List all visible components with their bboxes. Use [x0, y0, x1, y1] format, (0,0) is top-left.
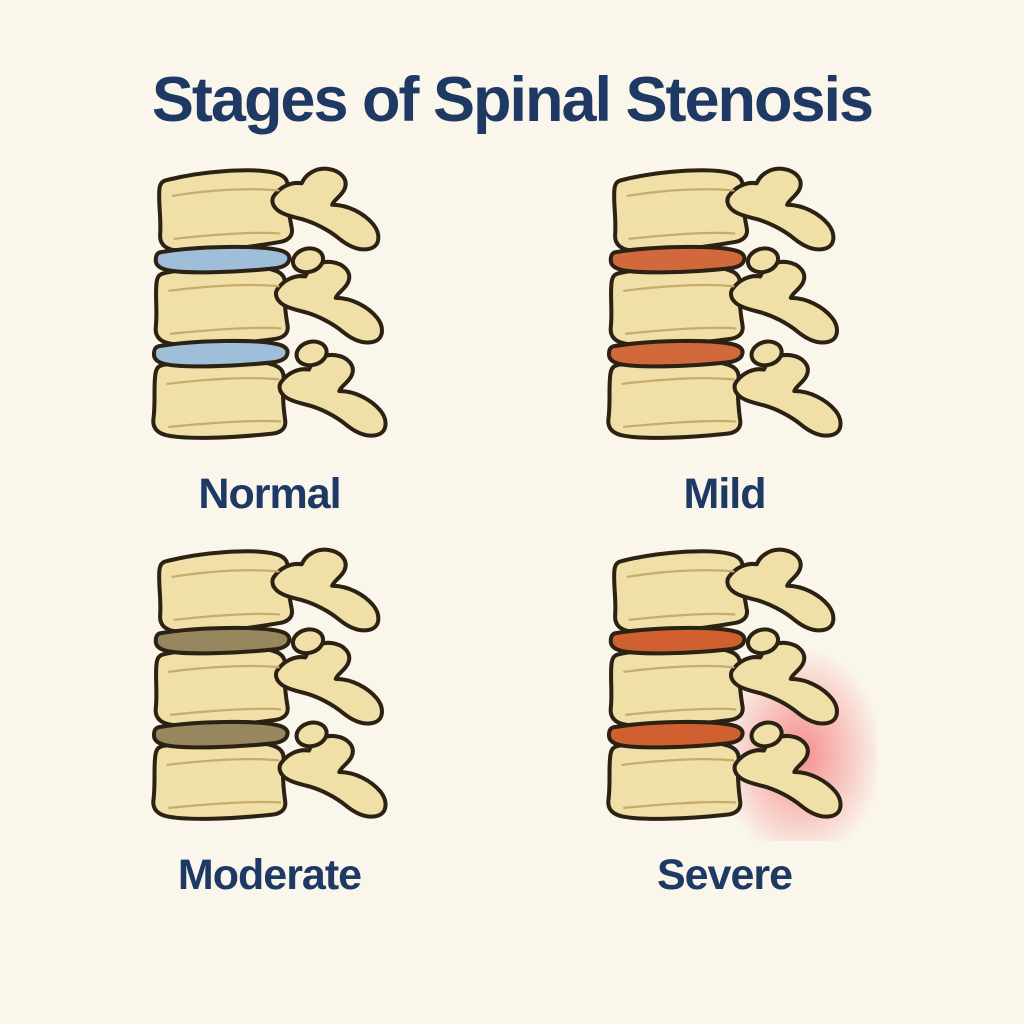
spinal-disc-lower	[154, 341, 288, 366]
spinal-disc-upper	[156, 247, 290, 272]
stage-panel-mild: Mild	[572, 160, 877, 519]
spine-illustration-moderate	[117, 541, 422, 841]
spine-illustration-mild	[572, 160, 877, 460]
stage-label-mild: Mild	[683, 470, 767, 518]
vertebrae-bones	[608, 550, 841, 822]
spinal-disc-upper	[611, 247, 745, 272]
stage-panel-severe: Severe	[572, 541, 877, 900]
stage-panel-moderate: Moderate	[117, 541, 422, 900]
spinal-disc-upper	[611, 628, 745, 653]
stage-label-normal: Normal	[198, 470, 341, 518]
stage-label-severe: Severe	[656, 851, 793, 899]
spine-illustration-severe	[572, 541, 877, 841]
spinal-disc-lower	[609, 341, 743, 366]
stage-panel-normal: Normal	[117, 160, 422, 519]
spinal-disc-lower	[154, 722, 288, 747]
page-title: Stages of Spinal Stenosis	[151, 65, 874, 135]
spinal-disc-lower	[609, 722, 743, 747]
spine-illustration-normal	[117, 160, 422, 460]
vertebrae-bones	[153, 169, 386, 441]
vertebrae-bones	[608, 169, 841, 441]
stage-label-moderate: Moderate	[177, 851, 362, 899]
spinal-disc-upper	[156, 628, 290, 653]
vertebrae-bones	[153, 550, 386, 822]
stage-grid: Normal Mild Moderate Severe	[42, 160, 952, 900]
